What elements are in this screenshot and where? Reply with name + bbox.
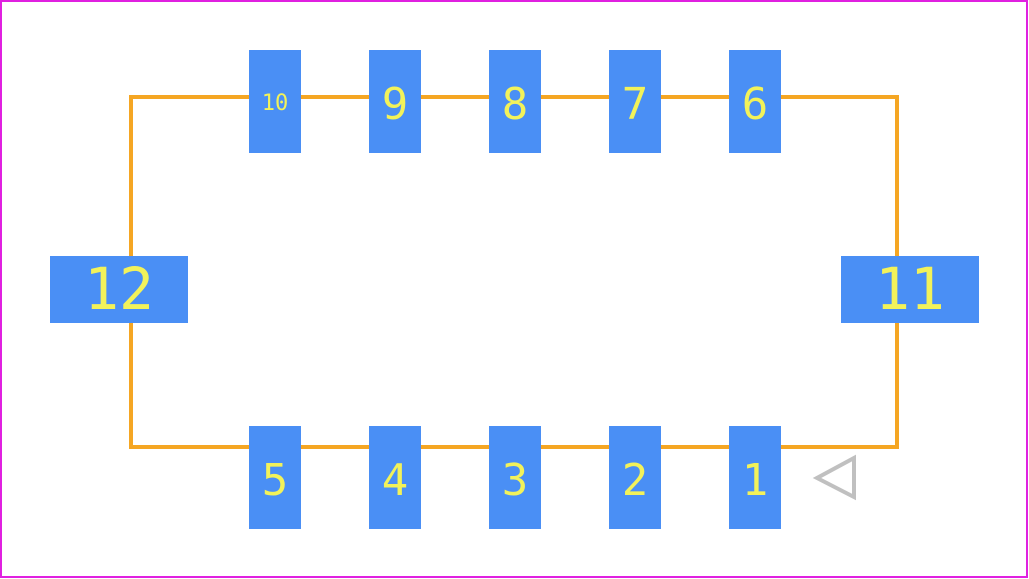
pad-9[interactable]: 9 <box>369 50 421 153</box>
pad-5[interactable]: 5 <box>249 426 301 529</box>
pad-label-8: 8 <box>502 79 529 130</box>
pad-4[interactable]: 4 <box>369 426 421 529</box>
pad-12[interactable]: 12 <box>50 255 188 323</box>
triangle-left-icon <box>812 454 856 501</box>
pad-2[interactable]: 2 <box>609 426 661 529</box>
pad-6[interactable]: 6 <box>729 50 781 153</box>
pad-11[interactable]: 11 <box>841 255 979 323</box>
pad-label-9: 9 <box>382 79 409 130</box>
pad-10[interactable]: 10 <box>249 50 301 153</box>
pad-label-7: 7 <box>622 79 649 130</box>
pad-label-1: 1 <box>742 455 769 506</box>
pad-1[interactable]: 1 <box>729 426 781 529</box>
pad-label-2: 2 <box>622 455 649 506</box>
pad-label-6: 6 <box>742 79 769 130</box>
pad-label-10: 10 <box>262 91 289 116</box>
pad-label-3: 3 <box>502 455 529 506</box>
pad-7[interactable]: 7 <box>609 50 661 153</box>
pad-label-4: 4 <box>382 455 409 506</box>
pad-label-11: 11 <box>875 255 945 323</box>
pad-3[interactable]: 3 <box>489 426 541 529</box>
pad-label-12: 12 <box>84 255 154 323</box>
pad-8[interactable]: 8 <box>489 50 541 153</box>
pad-label-5: 5 <box>262 455 289 506</box>
